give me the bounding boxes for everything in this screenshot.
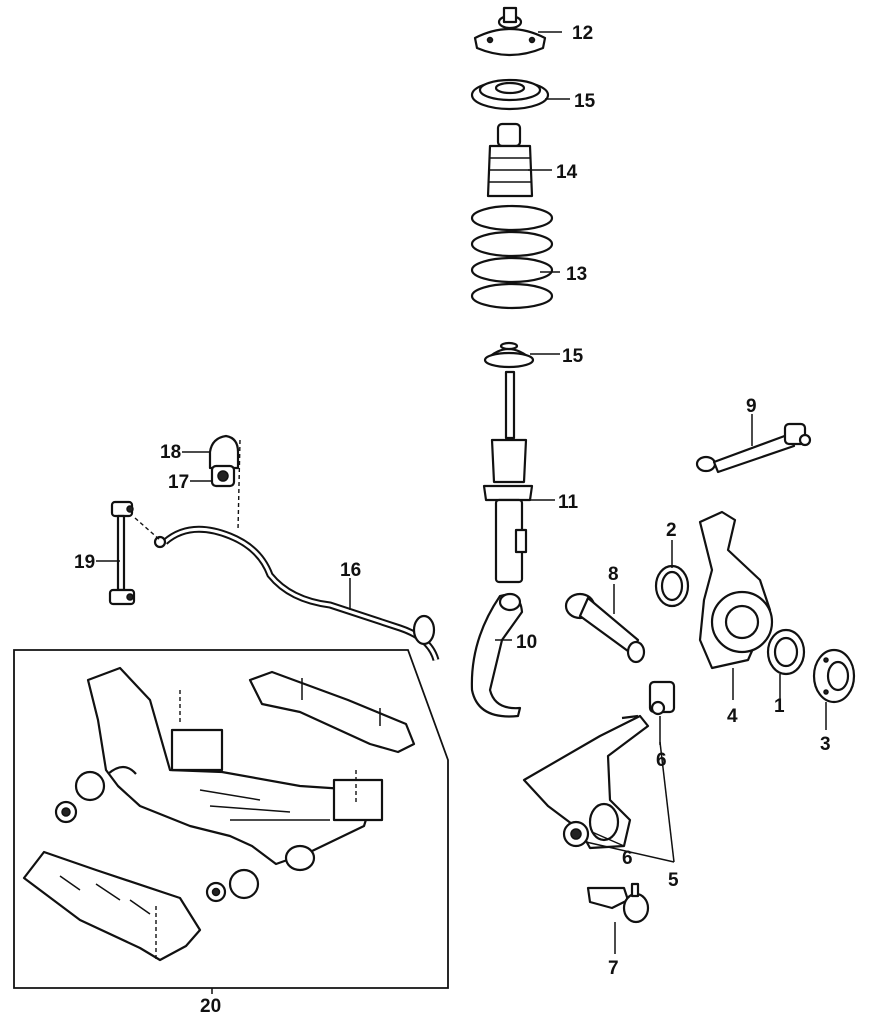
stabilizer-bushing-clamp xyxy=(208,434,240,488)
strut-mount xyxy=(473,6,547,57)
callout-12: 12 xyxy=(572,23,593,44)
tie-rod xyxy=(695,422,812,474)
callout-2: 2 xyxy=(666,520,677,541)
callout-10: 10 xyxy=(516,632,537,653)
lower-control-arm xyxy=(522,680,676,850)
callout-4: 4 xyxy=(727,706,738,727)
callout-17: 17 xyxy=(168,472,189,493)
callout-6-upper: 6 xyxy=(656,750,667,771)
ball-joint xyxy=(586,882,650,924)
front-crossmember xyxy=(86,666,384,872)
stabilizer-link xyxy=(108,500,136,606)
crossmember-bushing-right xyxy=(205,868,260,903)
callout-8: 8 xyxy=(608,564,619,585)
callout-5: 5 xyxy=(668,870,679,891)
callout-16: 16 xyxy=(340,560,361,581)
wheel-hub xyxy=(812,648,856,704)
coil-spring xyxy=(470,204,554,310)
steering-knuckle xyxy=(698,510,774,670)
crossmember-bushing-left xyxy=(54,770,106,824)
callout-18: 18 xyxy=(160,442,181,463)
stabilizer-bar xyxy=(153,525,440,662)
crossmember-side-rail xyxy=(248,670,416,754)
callout-20: 20 xyxy=(200,996,221,1017)
callout-14: 14 xyxy=(556,162,578,183)
strut-assembly xyxy=(482,370,534,584)
splash-shield-plate xyxy=(22,850,202,962)
callout-11: 11 xyxy=(558,492,579,513)
callout-9: 9 xyxy=(746,396,757,417)
callout-15-lower: 15 xyxy=(562,346,584,367)
idler-arm xyxy=(564,592,646,664)
strut-bracket xyxy=(470,592,524,718)
callout-3: 3 xyxy=(820,734,831,755)
crossmember-frame-box xyxy=(13,649,449,989)
upper-spring-seat xyxy=(470,78,550,111)
wheel-bearing xyxy=(766,628,806,676)
lower-spring-seat xyxy=(483,341,535,369)
callout-19: 19 xyxy=(74,552,95,573)
callout-1: 1 xyxy=(774,696,785,717)
callout-13: 13 xyxy=(566,264,587,285)
callout-15-upper: 15 xyxy=(574,91,596,112)
bump-stop-boot xyxy=(486,122,534,198)
callout-6-lower: 6 xyxy=(622,848,633,869)
dust-shield-ring xyxy=(654,564,690,608)
callout-7: 7 xyxy=(608,958,619,979)
